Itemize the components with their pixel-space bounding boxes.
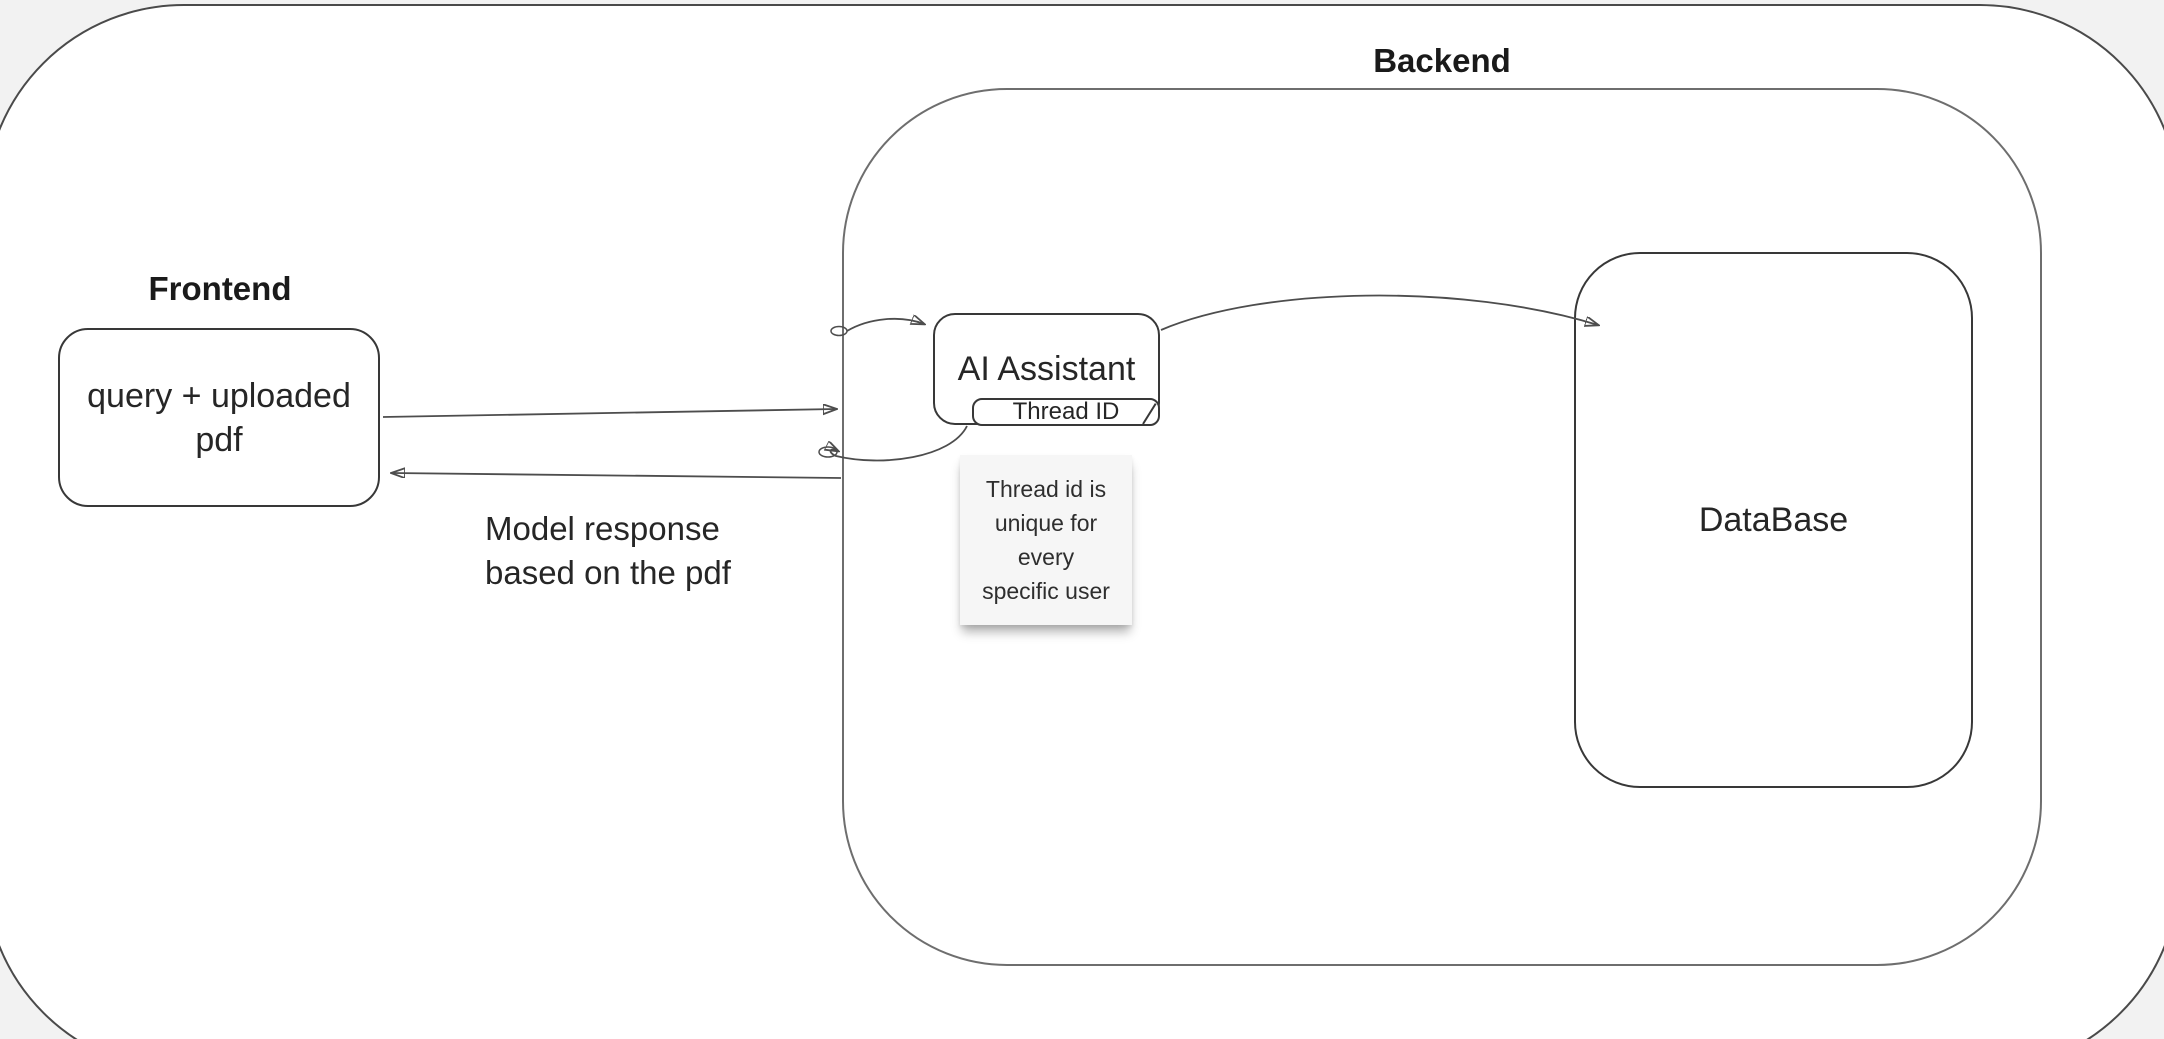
backend-label: Backend — [1373, 42, 1511, 79]
database-label: DataBase — [1698, 501, 1849, 539]
ai-assistant-label: AI Assistant — [957, 350, 1136, 388]
frontend-label: Frontend — [148, 270, 292, 307]
frontend-query-box-label: query + uploaded pdf — [87, 376, 351, 459]
sticky-note: Thread id is unique for every specific u… — [960, 455, 1132, 625]
thread-id-fold-corner — [1142, 403, 1157, 425]
thread-id-badge: Thread ID — [972, 398, 1160, 426]
thread-id-label: Thread ID — [1012, 398, 1120, 425]
frontend-query-box: query + uploaded pdf — [58, 328, 380, 507]
database-box: DataBase — [1574, 252, 1973, 788]
backend-container — [842, 88, 2042, 966]
model-response-annotation: Model response based on the pdf — [485, 510, 731, 591]
